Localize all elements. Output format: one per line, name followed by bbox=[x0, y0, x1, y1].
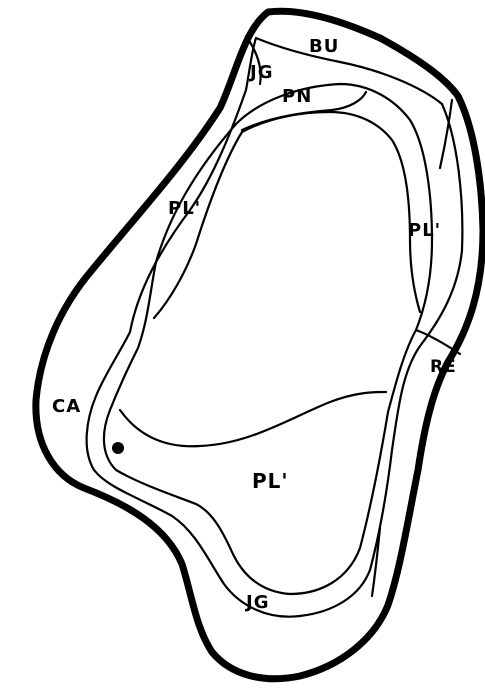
label-jg-bottom: JG bbox=[244, 592, 269, 613]
label-jg-top: JG bbox=[248, 62, 273, 83]
label-re: RE bbox=[430, 357, 457, 377]
inner-boundary-left bbox=[154, 132, 242, 318]
divider-right-re bbox=[440, 100, 452, 168]
outer-boundary bbox=[36, 11, 483, 679]
label-pl-bottom: PL' bbox=[252, 469, 289, 493]
lower-pl-boundary bbox=[120, 392, 386, 446]
marker-dot bbox=[112, 442, 124, 454]
inner-boundary bbox=[242, 112, 420, 312]
label-ca: CA bbox=[52, 396, 81, 417]
label-pn: PN bbox=[282, 86, 312, 107]
label-pl-left: PL' bbox=[168, 198, 201, 219]
label-pl-right: PL' bbox=[408, 220, 441, 241]
label-bu: BU bbox=[309, 36, 339, 57]
